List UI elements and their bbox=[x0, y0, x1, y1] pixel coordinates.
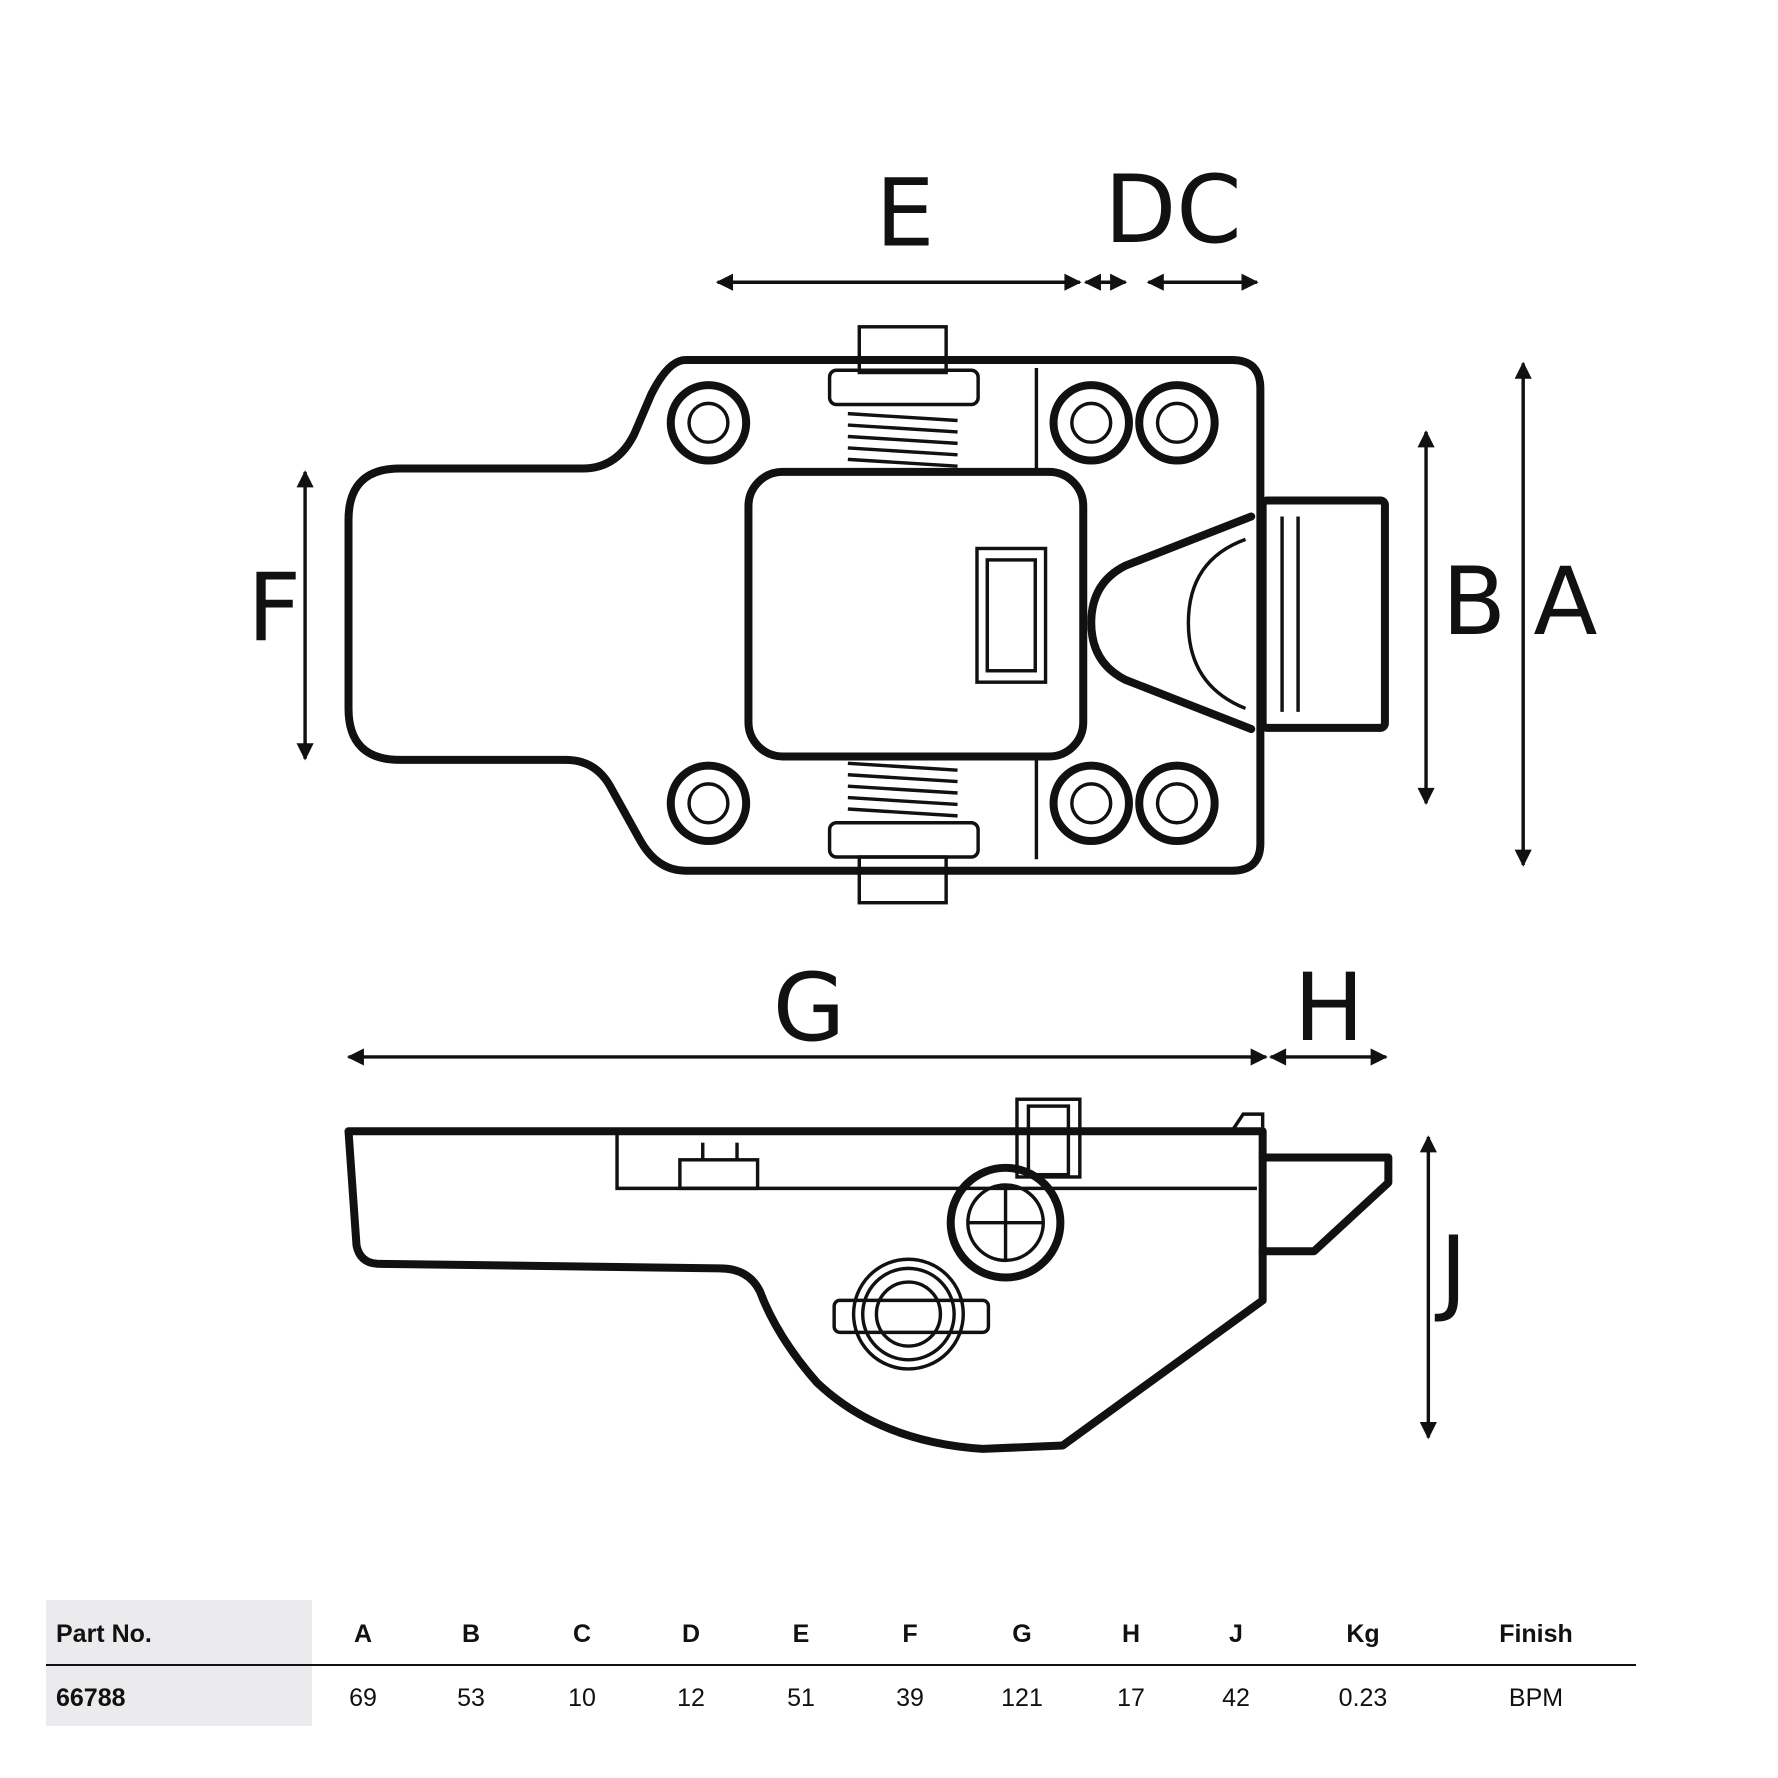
side-view bbox=[344, 1097, 1393, 1453]
cell-G: 121 bbox=[1001, 1684, 1043, 1712]
pivot bbox=[946, 1163, 1065, 1282]
header-G: G bbox=[1012, 1620, 1032, 1648]
dimension-lines bbox=[296, 273, 1532, 1440]
top-view bbox=[344, 325, 1389, 905]
label-H: H bbox=[1294, 954, 1364, 1063]
header-H: H bbox=[1121, 1620, 1141, 1648]
cell-B: 53 bbox=[457, 1684, 485, 1712]
cell-C: 10 bbox=[568, 1684, 596, 1712]
cell-kg: 0.23 bbox=[1338, 1684, 1388, 1712]
header-A: A bbox=[353, 1620, 373, 1648]
cell-H: 17 bbox=[1117, 1684, 1145, 1712]
header-finish: Finish bbox=[1499, 1620, 1573, 1648]
cell-F: 39 bbox=[896, 1684, 924, 1712]
side-bolt bbox=[1258, 1153, 1393, 1256]
header-E: E bbox=[792, 1620, 810, 1648]
header-C: C bbox=[572, 1620, 592, 1648]
header-part-no: Part No. bbox=[56, 1620, 152, 1648]
bolt-cone bbox=[1087, 512, 1256, 734]
header-kg: Kg bbox=[1346, 1620, 1380, 1648]
side-body-outline bbox=[344, 1127, 1267, 1453]
label-B: B bbox=[1442, 548, 1506, 657]
slot bbox=[975, 546, 1048, 684]
header-divider bbox=[46, 1664, 1636, 1666]
header-F: F bbox=[902, 1620, 918, 1648]
cell-E: 51 bbox=[787, 1684, 815, 1712]
part-no-column-bg bbox=[46, 1600, 312, 1726]
slide-cover bbox=[744, 467, 1088, 761]
label-E: E bbox=[875, 160, 934, 269]
knob bbox=[851, 1257, 965, 1371]
cell-A: 69 bbox=[349, 1684, 377, 1712]
label-G: G bbox=[773, 954, 846, 1063]
label-J: J bbox=[1435, 1217, 1468, 1326]
header-B: B bbox=[461, 1620, 481, 1648]
label-A: A bbox=[1533, 548, 1597, 657]
cell-finish: BPM bbox=[1508, 1684, 1564, 1712]
header-D: D bbox=[681, 1620, 701, 1648]
label-D: D bbox=[1104, 156, 1176, 265]
latch-body-outline bbox=[344, 355, 1265, 875]
springs bbox=[827, 325, 980, 905]
cell-D: 12 bbox=[677, 1684, 705, 1712]
header-J: J bbox=[1229, 1620, 1243, 1648]
mounting-holes bbox=[666, 381, 1219, 846]
label-F: F bbox=[247, 554, 301, 663]
cell-J: 42 bbox=[1222, 1684, 1250, 1712]
cell-part-no: 66788 bbox=[56, 1684, 126, 1712]
bolt-handle bbox=[1258, 496, 1389, 732]
label-C: C bbox=[1176, 156, 1241, 265]
